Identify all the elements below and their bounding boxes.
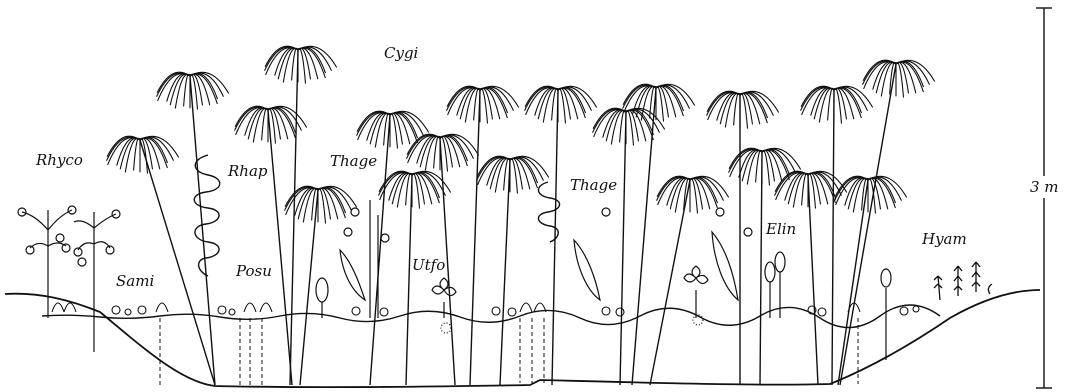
- cygi-umbel: [285, 186, 357, 223]
- cygi-stem: [406, 175, 412, 385]
- cygi-stem: [500, 160, 510, 385]
- cygi-stem: [838, 180, 868, 385]
- cygi-stem: [470, 90, 480, 385]
- cygi-umbel: [407, 134, 479, 171]
- cygi-umbels: [107, 46, 935, 223]
- cygi-stem: [268, 110, 292, 385]
- ground-profile: [5, 290, 1040, 387]
- label-hyam: Hyam: [921, 230, 967, 248]
- root-lines: [160, 318, 858, 385]
- cygi-stem: [620, 112, 626, 385]
- hyam-plants: [934, 262, 992, 300]
- cygi-umbel: [707, 91, 779, 128]
- cygi-stem: [300, 190, 318, 385]
- cygi-stem: [832, 90, 834, 385]
- cygi-umbel: [525, 86, 597, 123]
- rhyco-plants: [18, 206, 120, 352]
- label-thage-left: Thage: [330, 152, 377, 170]
- cygi-umbel: [107, 136, 179, 173]
- cygi-stem: [140, 140, 215, 385]
- cygi-umbel: [801, 86, 873, 123]
- label-rhyco: Rhyco: [35, 151, 83, 169]
- bank-outline: [5, 290, 1040, 387]
- cygi-stems: [140, 50, 896, 385]
- thage-plants: [340, 200, 752, 318]
- cygi-stem: [650, 180, 690, 385]
- label-cygi: Cygi: [384, 44, 419, 62]
- cygi-umbel: [357, 111, 429, 148]
- cygi-stem: [290, 50, 298, 385]
- elin-plants: [316, 252, 891, 360]
- cygi-stem: [840, 64, 896, 385]
- label-thage-right: Thage: [570, 176, 617, 194]
- cygi-umbel: [265, 46, 337, 83]
- label-posu: Posu: [235, 262, 272, 280]
- label-rhap: Rhap: [227, 162, 268, 180]
- label-utfo: Utfo: [412, 256, 445, 274]
- cygi-umbel: [863, 60, 935, 97]
- water-surface: [42, 305, 940, 328]
- cygi-stem: [190, 76, 215, 385]
- cygi-umbel: [447, 86, 519, 123]
- cygi-umbel: [477, 156, 549, 193]
- label-elin: Elin: [765, 220, 796, 238]
- scale-label: 3 m: [1030, 178, 1059, 196]
- cygi-umbel: [379, 171, 451, 208]
- cygi-stem: [808, 175, 818, 385]
- label-sami: Sami: [116, 272, 154, 290]
- cygi-stem: [760, 152, 762, 385]
